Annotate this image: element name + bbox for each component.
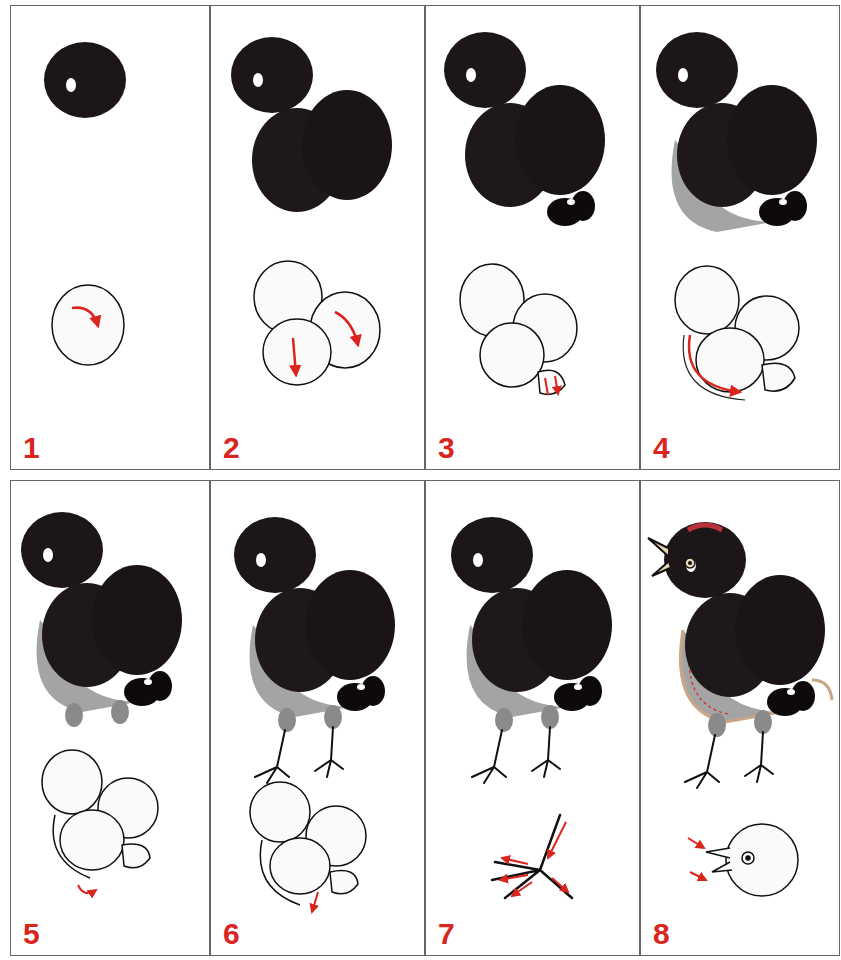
step-number: 7 [438,919,455,949]
step-number: 4 [653,433,670,463]
step-panel: 2 [210,5,425,470]
step-number: 3 [438,433,455,463]
step-panel: 4 [640,5,840,470]
step-number: 1 [23,433,40,463]
step-panel: 1 [10,5,210,470]
step-number: 2 [223,433,240,463]
step-number: 6 [223,919,240,949]
step-panel: 7 [425,480,640,956]
step-number: 5 [23,919,40,949]
step-panel: 8 [640,480,840,956]
step-panel: 3 [425,5,640,470]
step-panel: 5 [10,480,210,956]
step-number: 8 [653,919,670,949]
step-panel: 6 [210,480,425,956]
